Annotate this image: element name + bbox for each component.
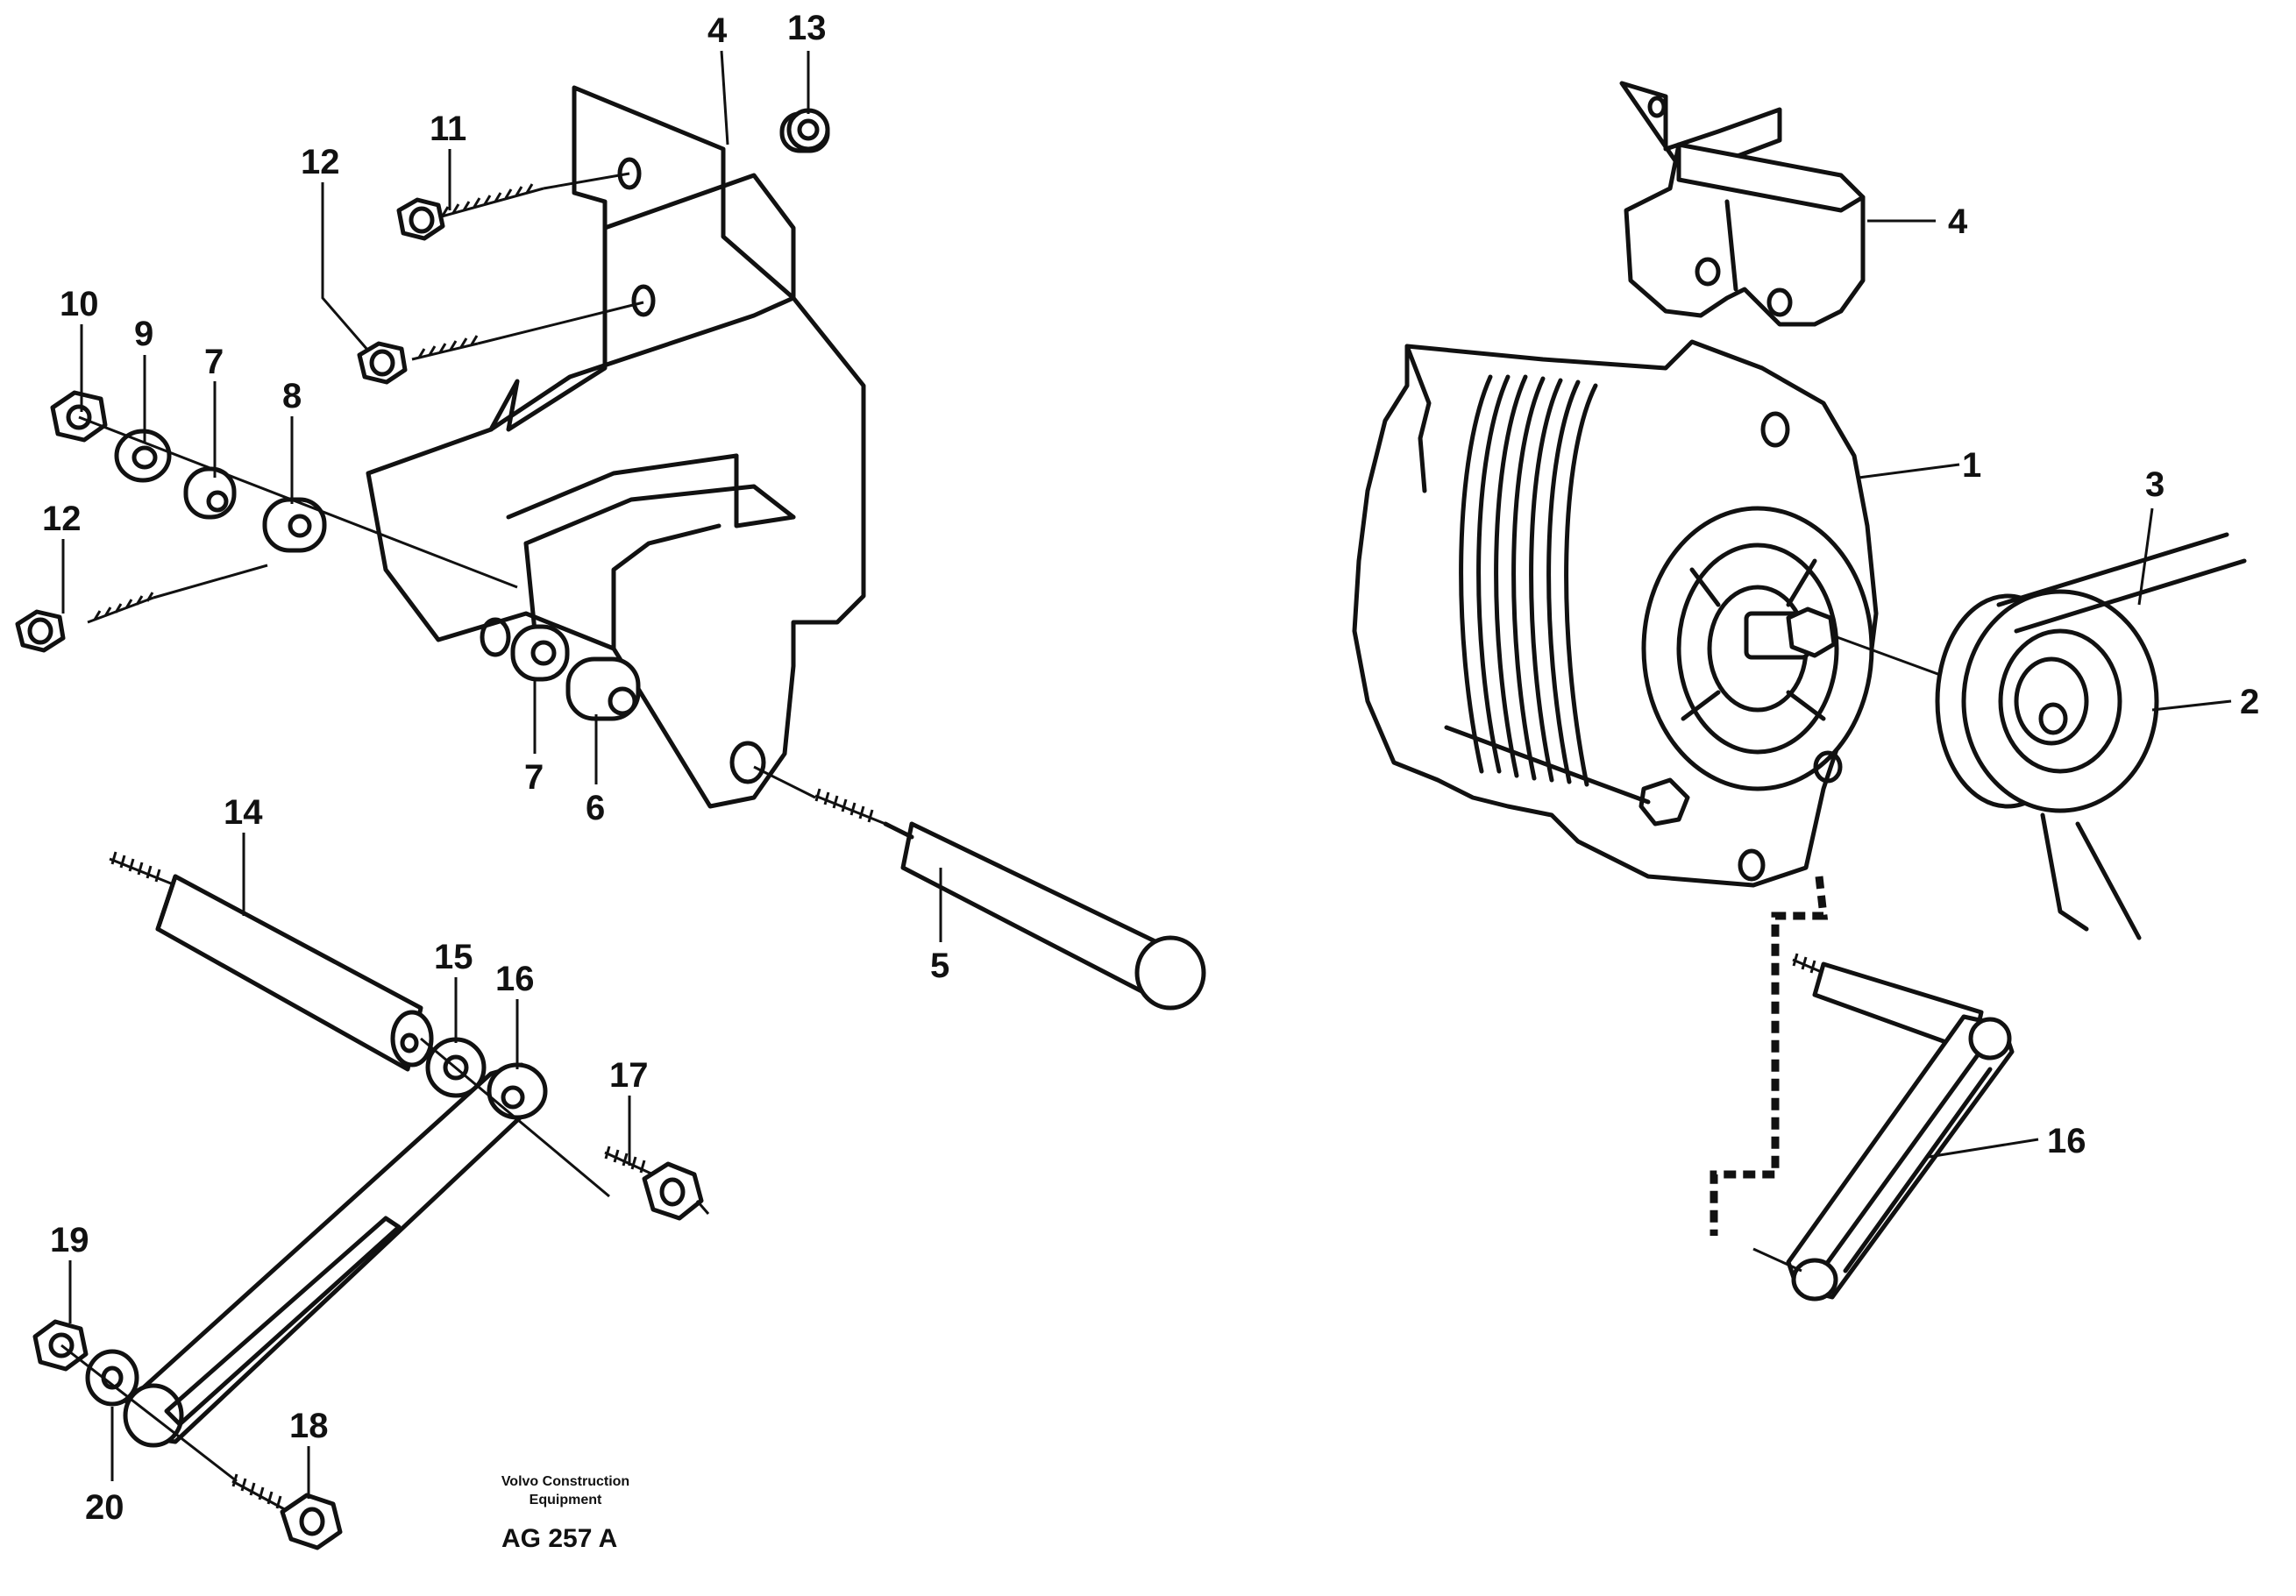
callout-15: 15: [434, 938, 473, 976]
callout-16-left: 16: [495, 960, 535, 998]
bushing-6: [565, 656, 641, 721]
bolt-18: [231, 1473, 343, 1550]
bolt-12-lower: [15, 564, 268, 653]
adjusting-bar-16-right: [1752, 953, 2015, 1302]
callout-10: 10: [60, 285, 99, 323]
callout-9: 9: [134, 315, 153, 353]
bushing-7-upper: [183, 466, 237, 520]
washer-9: [114, 429, 172, 483]
callout-20: 20: [85, 1488, 124, 1527]
bushing-7-lower: [510, 624, 570, 682]
leader-4-left: [720, 50, 729, 145]
callout-12-lower: 12: [42, 500, 82, 538]
callout-3: 3: [2145, 465, 2164, 504]
adjusting-bar-16-left: [123, 1062, 548, 1448]
spacer-14: [109, 851, 434, 1072]
bushing-8: [262, 497, 327, 553]
pin-5: [753, 765, 1206, 1011]
callout-13: 13: [787, 9, 827, 47]
callout-14: 14: [224, 793, 263, 832]
callout-16-right: 16: [2047, 1122, 2086, 1160]
publisher-line-2: Equipment: [530, 1493, 602, 1507]
callout-7-upper: 7: [204, 343, 224, 381]
callout-5: 5: [930, 947, 949, 985]
bolt-17: [604, 1146, 710, 1221]
leader-3: [2137, 507, 2154, 606]
callout-17: 17: [609, 1056, 649, 1095]
leader-2: [2151, 699, 2232, 712]
nut-19: [32, 1319, 89, 1372]
nut-10: [50, 390, 108, 443]
callout-7-lower: 7: [524, 758, 544, 797]
bracket-4-right: [1619, 81, 1866, 327]
leader-1: [1858, 463, 1960, 479]
leader-16-right: [1928, 1138, 2039, 1159]
washer-20: [85, 1349, 139, 1407]
callout-19: 19: [50, 1221, 89, 1259]
axis-line-lower-left: [60, 1344, 238, 1483]
figure-code: AG 257 A: [501, 1524, 617, 1553]
callout-2: 2: [2240, 683, 2259, 721]
callout-6: 6: [586, 789, 605, 827]
mounting-bracket: [366, 85, 866, 809]
axis-line-bar: [420, 1037, 610, 1198]
alternator-1: [1352, 339, 1879, 888]
v-belt-3: [1996, 532, 2247, 940]
bolt-12-upper: [357, 301, 644, 385]
pulley-2: [1935, 589, 2159, 813]
dashed-connection: [1710, 876, 1829, 1236]
callout-18: 18: [289, 1407, 329, 1445]
callout-1: 1: [1962, 446, 1981, 485]
callout-8: 8: [282, 377, 302, 415]
bushing-13: [779, 108, 830, 153]
callout-11: 11: [430, 110, 466, 148]
callout-4-left: 4: [707, 11, 728, 50]
axis-line-upper-left: [78, 415, 518, 589]
leader-12-upper: [321, 182, 370, 351]
publisher-line-1: Volvo Construction: [501, 1474, 629, 1489]
bolt-11: [396, 172, 630, 241]
callout-12-upper: 12: [301, 143, 340, 181]
callout-4-right: 4: [1948, 202, 1968, 241]
